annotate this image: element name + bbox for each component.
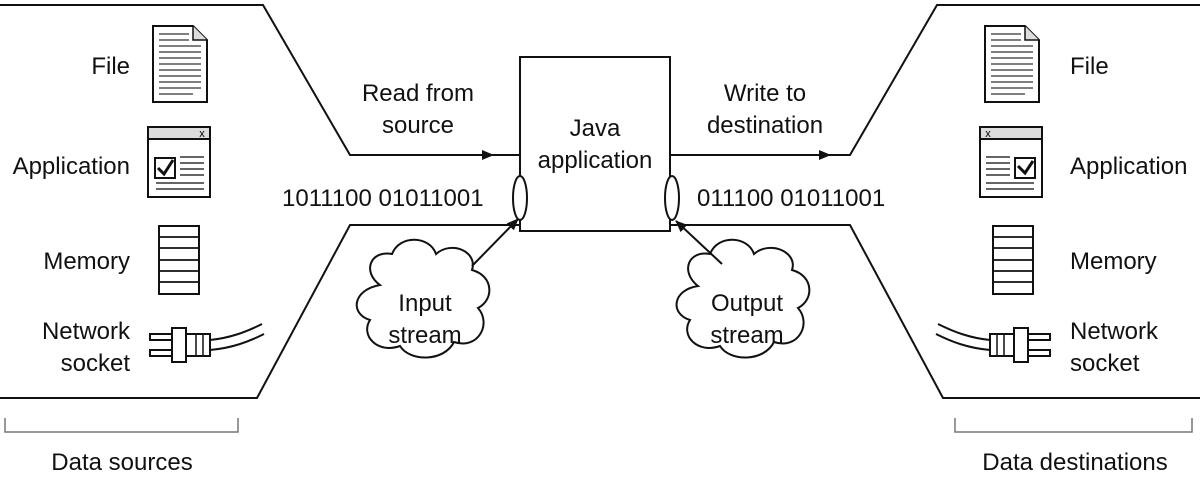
- document-icon: [984, 25, 1040, 103]
- data-destinations-caption: Data destinations: [982, 449, 1168, 476]
- input-stream-cloud: [355, 238, 491, 359]
- input-bits-label: 1011100 01011001: [282, 185, 484, 212]
- write-to-destination-label: Write to destination: [706, 80, 824, 139]
- application-window-icon: x: [979, 126, 1043, 198]
- right-network-socket-label: Network socket: [1070, 318, 1159, 377]
- left-application-label: Application: [12, 153, 130, 180]
- input-stream-opening: [512, 175, 528, 221]
- memory-stack-icon: [158, 225, 200, 295]
- java-application-label: Java application: [537, 115, 653, 174]
- right-memory-label: Memory: [1070, 248, 1157, 275]
- output-bits-label: 011100 01011001: [697, 185, 886, 212]
- java-application-box: [519, 56, 671, 232]
- output-stream-opening: [664, 175, 680, 221]
- input-stream-label: Input stream: [388, 290, 462, 349]
- output-stream-label: Output stream: [710, 290, 784, 349]
- window-close-glyph: x: [199, 128, 205, 140]
- data-destinations-bracket: [954, 418, 1193, 433]
- data-sources-caption: Data sources: [51, 449, 193, 476]
- left-file-label: File: [91, 53, 130, 80]
- data-sources-bracket: [4, 418, 239, 433]
- right-file-label: File: [1070, 53, 1109, 80]
- window-close-glyph: x: [985, 128, 991, 140]
- input-stream-pointer: [471, 218, 519, 267]
- network-plug-icon: [149, 323, 265, 363]
- left-network-socket-label: Network socket: [41, 318, 130, 377]
- output-stream-cloud: [675, 238, 811, 359]
- read-from-source-label: Read from source: [361, 80, 475, 139]
- output-stream-pointer: [675, 220, 723, 265]
- application-window-icon: x: [147, 126, 211, 198]
- left-memory-label: Memory: [43, 248, 130, 275]
- right-application-label: Application: [1070, 153, 1188, 180]
- document-icon: [152, 25, 208, 103]
- network-plug-icon: [935, 323, 1051, 363]
- memory-stack-icon: [992, 225, 1034, 295]
